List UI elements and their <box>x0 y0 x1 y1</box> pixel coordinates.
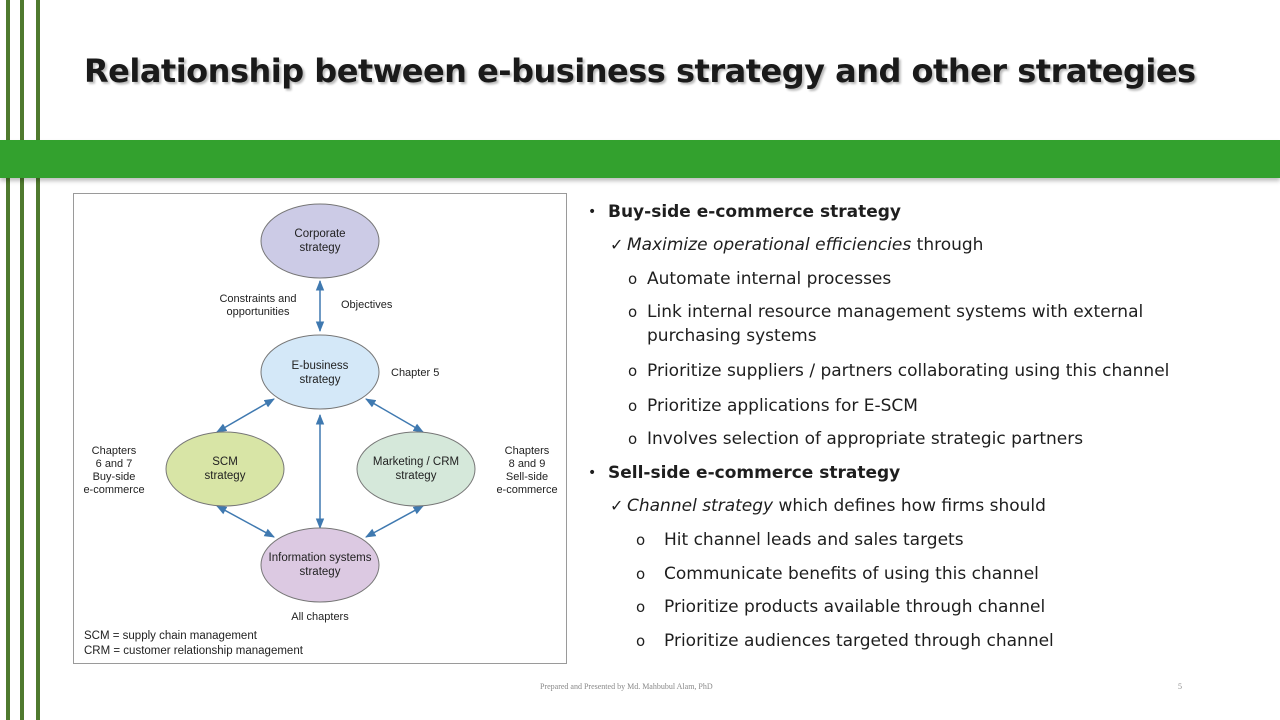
arrow-scm-infosys <box>216 505 275 538</box>
node-ebusiness-line2: strategy <box>300 374 341 386</box>
arrow-ebusiness-scm <box>216 398 275 433</box>
bullet-icon: • <box>588 465 597 481</box>
sell-side-check-italic: Channel strategy <box>627 496 774 516</box>
diagram-svg: Corporate strategy E-business strategy S… <box>83 203 558 623</box>
label-left-chapters-3: Buy-side <box>93 471 136 483</box>
left-rule-3 <box>36 0 40 720</box>
sell-item-4: o Prioritize audiences targeted through … <box>636 629 1054 653</box>
buy-item-1-text: Automate internal processes <box>647 269 892 289</box>
node-marketing: Marketing / CRM strategy <box>356 431 476 507</box>
circle-bullet-icon: o <box>628 397 638 415</box>
sell-item-3: o Prioritize products available through … <box>636 595 1045 619</box>
strategy-diagram: Corporate strategy E-business strategy S… <box>73 193 567 664</box>
circle-bullet-icon: o <box>636 632 646 650</box>
sell-side-heading: Sell-side e-commerce strategy <box>608 463 901 483</box>
node-scm: SCM strategy <box>165 431 285 507</box>
circle-bullet-icon: o <box>636 565 646 583</box>
slide-title: Relationship between e-business strategy… <box>84 52 1196 90</box>
label-right-chapters-1: Chapters <box>505 445 550 457</box>
sell-side-heading-item: • Sell-side e-commerce strategy <box>588 461 900 485</box>
sell-item-2: o Communicate benefits of using this cha… <box>636 562 1039 586</box>
header-band <box>0 140 1280 178</box>
label-all-chapters: All chapters <box>291 611 349 623</box>
arrow-marketing-infosys <box>365 505 424 538</box>
buy-item-2-text: Link internal resource management system… <box>647 302 1144 346</box>
sell-item-1: o Hit channel leads and sales targets <box>636 528 964 552</box>
arrow-ebusiness-marketing <box>365 398 424 433</box>
label-left-chapters-4: e-commerce <box>83 484 144 496</box>
node-corporate-line1: Corporate <box>294 228 345 240</box>
label-left-chapters-2: 6 and 7 <box>96 458 133 470</box>
node-corporate: Corporate strategy <box>260 203 380 279</box>
circle-bullet-icon: o <box>628 303 638 321</box>
sell-item-3-text: Prioritize products available through ch… <box>664 597 1046 617</box>
label-constraints-line2: opportunities <box>227 306 290 318</box>
circle-bullet-icon: o <box>628 270 638 288</box>
buy-item-2: o Link internal resource management syst… <box>628 300 1188 348</box>
page-number: 5 <box>1178 682 1182 691</box>
node-marketing-line2: strategy <box>396 470 437 482</box>
left-rule-1 <box>6 0 10 720</box>
buy-side-check-item: ✓ Maximize operational efficiencies thro… <box>610 233 983 257</box>
buy-side-heading-item: • Buy-side e-commerce strategy <box>588 200 901 224</box>
label-objectives: Objectives <box>341 299 393 311</box>
buy-item-5: o Involves selection of appropriate stra… <box>628 427 1083 451</box>
sell-side-check-item: ✓ Channel strategy which defines how fir… <box>610 494 1046 518</box>
node-infosys-line2: strategy <box>300 566 341 578</box>
sell-item-2-text: Communicate benefits of using this chann… <box>664 564 1039 584</box>
left-rule-2 <box>20 0 24 720</box>
node-infosys: Information systems strategy <box>260 527 380 603</box>
label-left-chapters-1: Chapters <box>92 445 137 457</box>
sell-item-4-text: Prioritize audiences targeted through ch… <box>664 631 1054 651</box>
circle-bullet-icon: o <box>636 598 646 616</box>
label-right-chapters-3: Sell-side <box>506 471 548 483</box>
node-ebusiness: E-business strategy <box>260 334 380 410</box>
buy-item-3: o Prioritize suppliers / partners collab… <box>628 359 1169 383</box>
label-right-chapters-4: e-commerce <box>496 484 557 496</box>
circle-bullet-icon: o <box>636 531 646 549</box>
node-marketing-line1: Marketing / CRM <box>373 456 459 468</box>
diagram-note-scm: SCM = supply chain management <box>84 630 257 642</box>
node-scm-line1: SCM <box>212 456 238 468</box>
checkmark-icon: ✓ <box>610 496 624 515</box>
buy-side-check-rest: through <box>911 235 984 255</box>
bullet-icon: • <box>588 204 597 220</box>
label-right-chapters-2: 8 and 9 <box>509 458 546 470</box>
buy-item-4: o Prioritize applications for E-SCM <box>628 394 918 418</box>
checkmark-icon: ✓ <box>610 235 624 254</box>
buy-item-1: o Automate internal processes <box>628 267 891 291</box>
node-infosys-line1: Information systems <box>269 552 372 564</box>
buy-item-4-text: Prioritize applications for E-SCM <box>647 396 918 416</box>
node-corporate-line2: strategy <box>300 242 341 254</box>
buy-side-heading: Buy-side e-commerce strategy <box>608 202 901 222</box>
diagram-note-crm: CRM = customer relationship management <box>84 645 303 657</box>
node-scm-line2: strategy <box>205 470 246 482</box>
sell-item-1-text: Hit channel leads and sales targets <box>664 530 964 550</box>
buy-side-check-italic: Maximize operational efficiencies <box>627 235 912 255</box>
buy-item-5-text: Involves selection of appropriate strate… <box>647 429 1084 449</box>
circle-bullet-icon: o <box>628 430 638 448</box>
label-chapter5: Chapter 5 <box>391 367 439 379</box>
circle-bullet-icon: o <box>628 362 638 380</box>
label-constraints-line1: Constraints and <box>219 293 296 305</box>
slide-footer: Prepared and Presented by Md. Mahbubul A… <box>540 682 713 691</box>
buy-item-3-text: Prioritize suppliers / partners collabor… <box>647 361 1170 381</box>
node-ebusiness-line1: E-business <box>292 360 349 372</box>
sell-side-check-rest: which defines how firms should <box>773 496 1046 516</box>
